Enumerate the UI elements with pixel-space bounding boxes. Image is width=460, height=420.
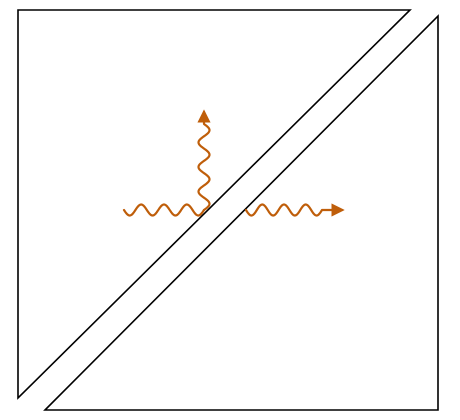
upper-left-prism xyxy=(17,9,412,400)
incident-beam xyxy=(122,203,206,217)
reflected-beam xyxy=(197,109,211,212)
transmitted-beam xyxy=(244,203,345,217)
lower-right-prism xyxy=(43,14,439,411)
